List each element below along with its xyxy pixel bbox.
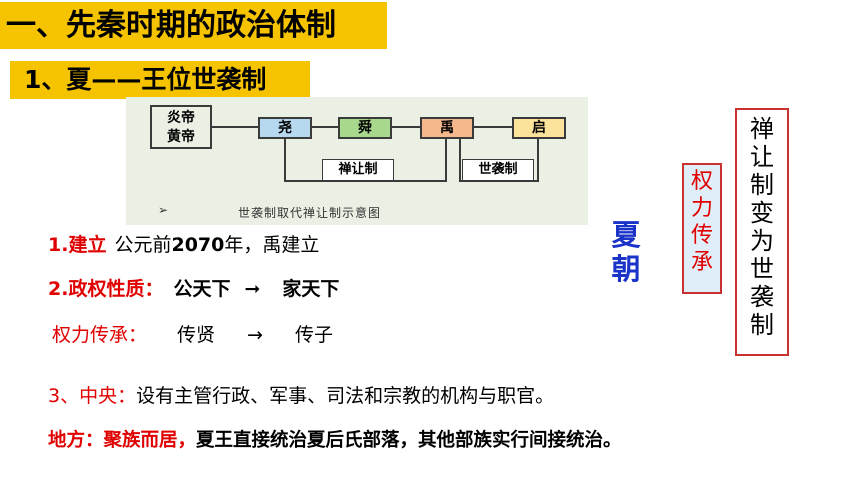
- local-label: 地方：: [48, 430, 104, 451]
- vchar: 变: [750, 199, 774, 227]
- nature-arrow: ➞: [244, 278, 261, 300]
- vchar: 让: [750, 143, 774, 171]
- xia-dynasty-label: 夏 朝: [606, 218, 646, 286]
- succession-arrow: →: [247, 324, 263, 346]
- node-yandi-huangdi: 炎帝 黄帝: [150, 105, 212, 149]
- vchar: 世: [750, 255, 774, 283]
- nature-label: 2.政权性质：: [48, 278, 164, 300]
- central-row: 3、中央：设有主管行政、军事、司法和宗教的机构与职官。: [48, 383, 554, 409]
- vchar: 权: [690, 169, 713, 194]
- central-text: 设有主管行政、军事、司法和宗教的机构与职官。: [136, 385, 555, 407]
- vchar: 制: [750, 311, 774, 339]
- bracket-line: [537, 137, 539, 181]
- bracket-line: [459, 180, 539, 182]
- caption-arrow: ➢: [158, 203, 169, 217]
- bracket-line: [284, 180, 447, 182]
- connector-line: [210, 126, 258, 128]
- local-red: 聚族而居，: [103, 430, 197, 451]
- power-succession-box: 权 力 传 承: [682, 163, 722, 294]
- nature-from: 公天下: [173, 278, 231, 300]
- node-yao: 尧: [258, 117, 312, 139]
- vchar: 传: [690, 223, 713, 248]
- succession-diagram: 炎帝 黄帝 尧 舜 禹 启 禅让制 世袭制 ➢ 世袭制取代禅让制示意图: [126, 97, 588, 225]
- xia-char-1: 夏: [611, 218, 641, 252]
- title-band: [0, 2, 387, 49]
- establish-year: 2070: [171, 234, 225, 256]
- establish-label: 1.建立: [48, 234, 107, 256]
- succession-label: 权力传承：: [52, 324, 148, 346]
- succession-to: 传子: [294, 324, 333, 346]
- label-abdication: 禅让制: [322, 159, 394, 181]
- vchar: 禅: [750, 115, 774, 143]
- vchar: 力: [690, 196, 713, 221]
- xia-char-2: 朝: [611, 252, 641, 286]
- node-qi: 启: [512, 117, 566, 139]
- vchar: 为: [750, 227, 774, 255]
- bracket-line: [459, 137, 461, 181]
- nature-to: 家天下: [282, 278, 340, 300]
- vchar: 袭: [750, 283, 774, 311]
- nature-row: 2.政权性质： 公天下 ➞ 家天下: [48, 276, 339, 302]
- local-row: 地方：聚族而居，夏王直接统治夏后氏部落，其他部族实行间接统治。: [48, 428, 622, 454]
- succession-from: 传贤: [177, 324, 216, 346]
- vchar: 制: [750, 171, 774, 199]
- establish-pre: 公元前: [114, 234, 172, 256]
- connector-line: [310, 126, 340, 128]
- subtitle-band: [10, 61, 310, 99]
- connector-line: [472, 126, 514, 128]
- page-title: 一、先秦时期的政治体制: [6, 8, 336, 43]
- bracket-line: [445, 137, 447, 181]
- establish-row: 1.建立公元前2070年，禹建立: [48, 232, 319, 258]
- vchar: 承: [690, 250, 713, 275]
- central-label: 3、中央：: [48, 385, 137, 407]
- local-text: 夏王直接统治夏后氏部落，其他部族实行间接统治。: [196, 430, 622, 451]
- diagram-caption: 世袭制取代禅让制示意图: [238, 206, 382, 220]
- section-subtitle: 1、夏——王位世袭制: [24, 65, 267, 94]
- abdication-to-hereditary-box: 禅 让 制 变 为 世 袭 制: [735, 108, 789, 356]
- connector-line: [390, 126, 422, 128]
- bracket-line: [284, 137, 286, 181]
- node-shun: 舜: [338, 117, 392, 139]
- label-hereditary: 世袭制: [462, 159, 534, 181]
- succession-row: 权力传承： 传贤 → 传子: [52, 322, 333, 348]
- establish-post: 年，禹建立: [224, 234, 320, 256]
- node-yu: 禹: [420, 117, 474, 139]
